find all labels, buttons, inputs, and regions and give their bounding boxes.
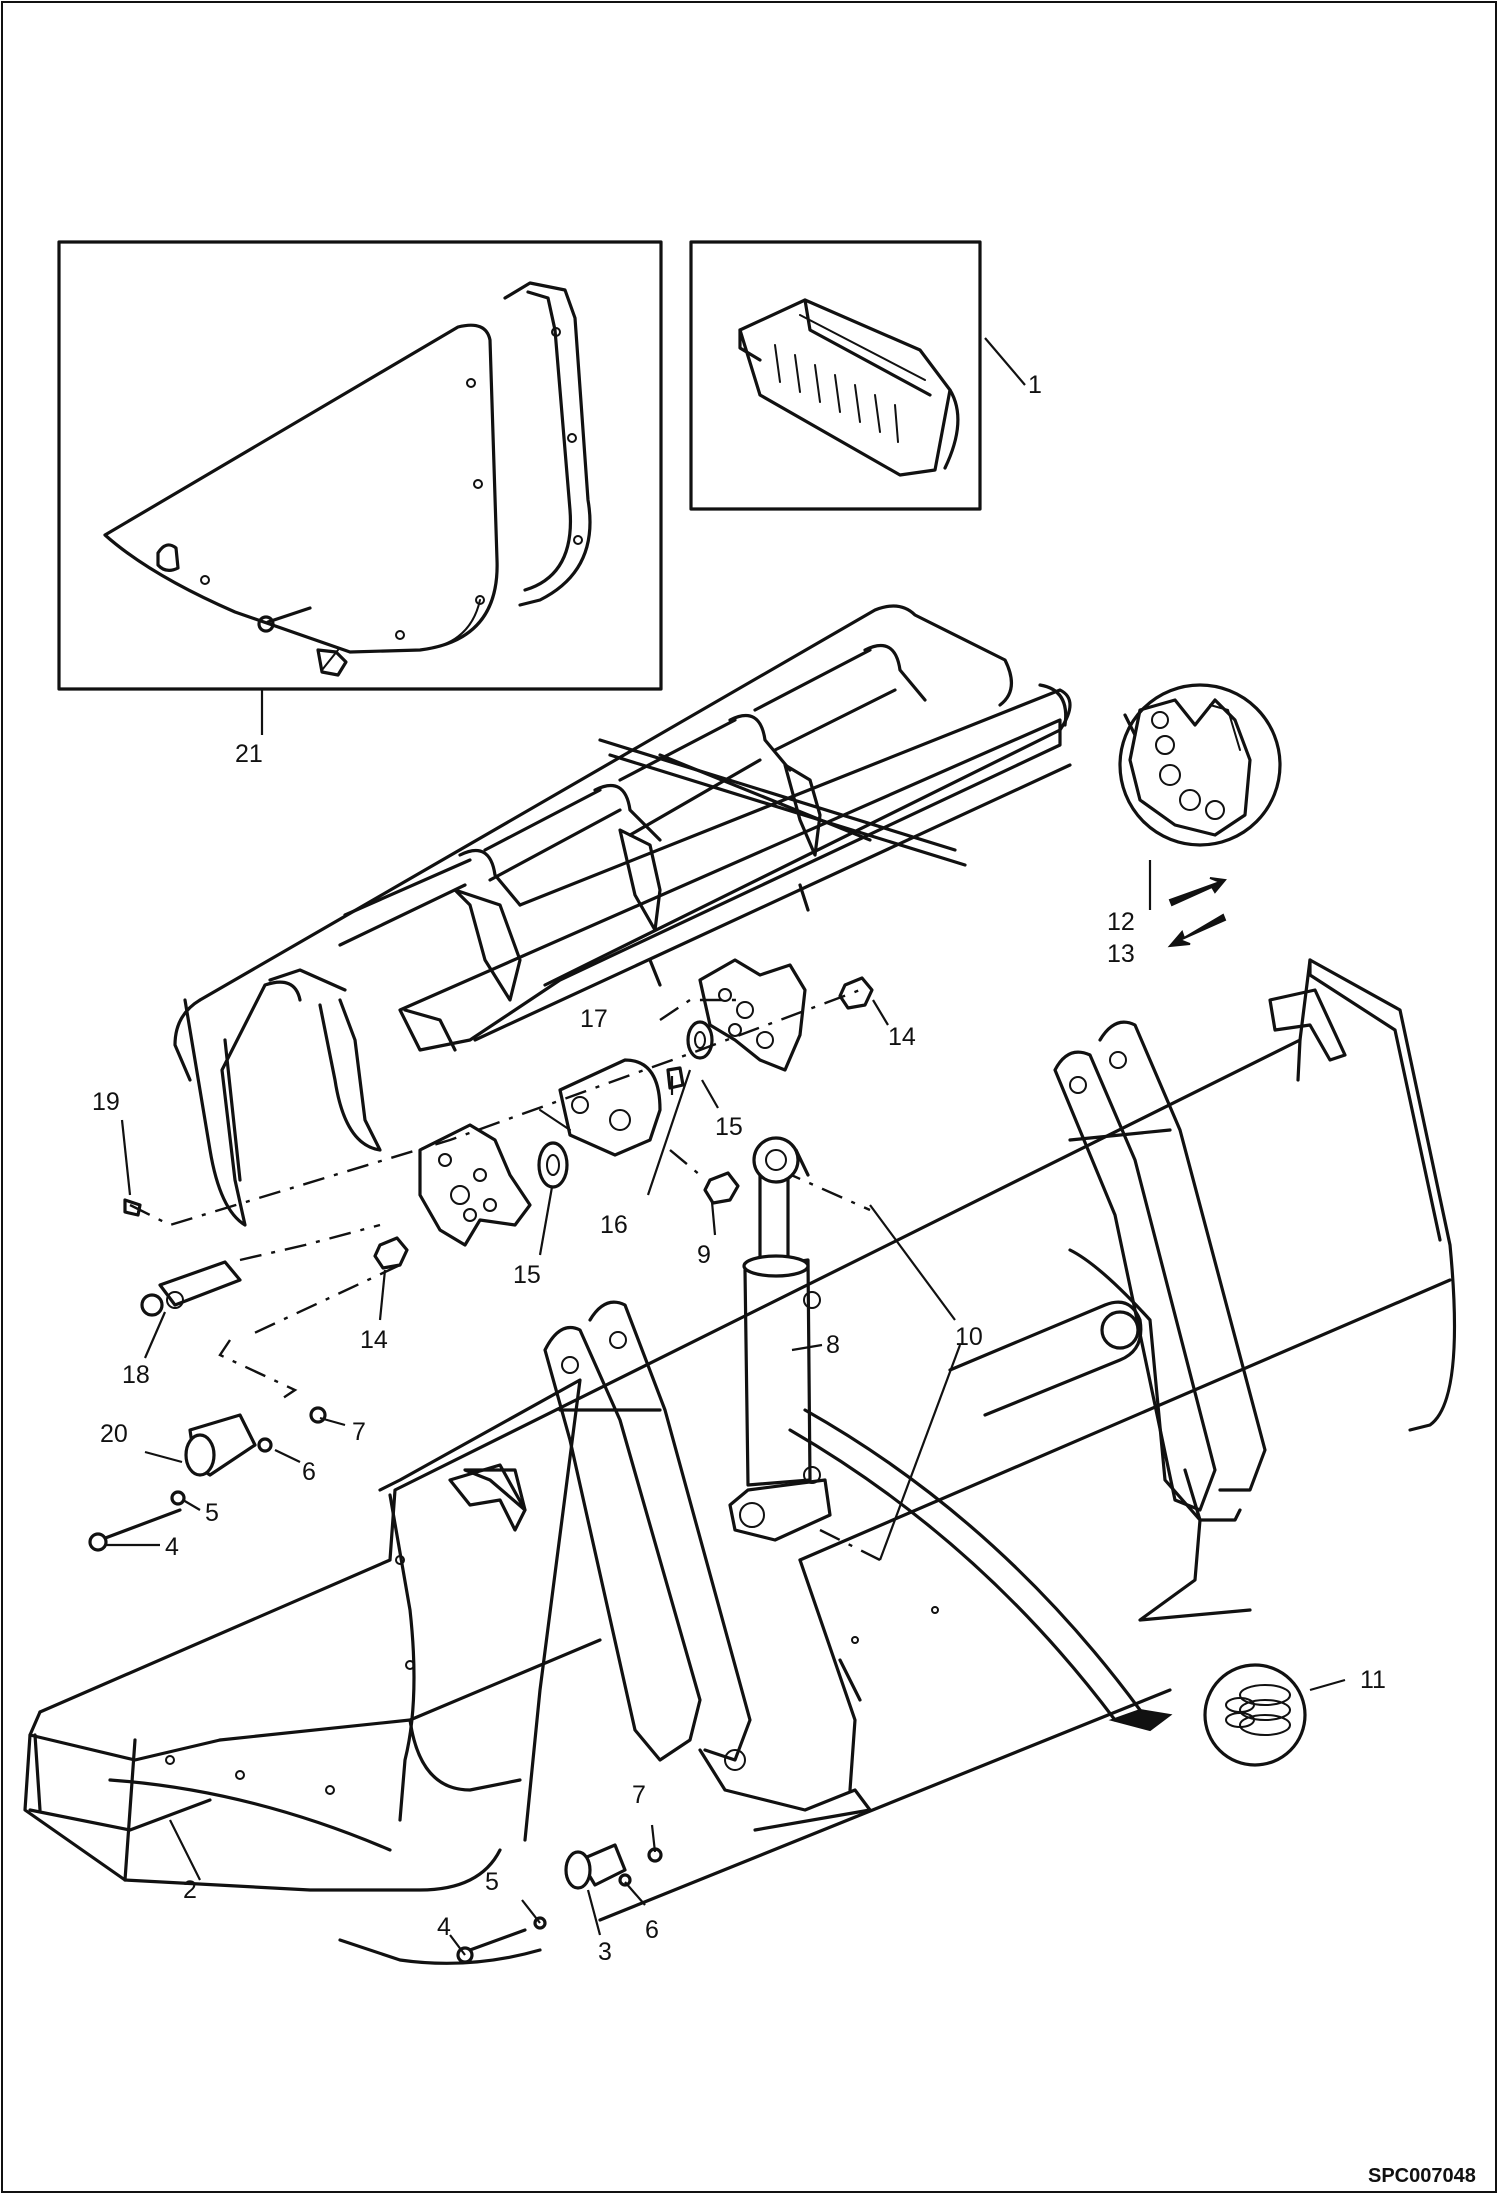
callout-labels: 1 2 3 4 4 5 5 6 6 7 7 8 9 10 11 12 13 14… (92, 371, 1386, 1966)
callout-6-bottom: 6 (645, 1916, 659, 1944)
callout-11: 11 (1360, 1666, 1386, 1694)
callout-2: 2 (183, 1876, 197, 1904)
callout-7-bottom: 7 (632, 1781, 646, 1809)
callout-7-left: 7 (352, 1418, 366, 1446)
hydraulic-cylinder (728, 1136, 832, 1542)
callout-12: 12 (1107, 908, 1135, 936)
callout-13: 13 (1107, 940, 1135, 968)
callout-19: 19 (92, 1088, 120, 1116)
callout-5-left: 5 (205, 1499, 219, 1527)
inset-side-plates (57, 240, 663, 691)
callout-6-left: 6 (302, 1458, 316, 1486)
callout-17: 17 (580, 1005, 608, 1033)
inset-frame-21 (57, 240, 663, 691)
detail-circle-12-13 (1118, 683, 1282, 948)
callout-9: 9 (697, 1241, 711, 1269)
callout-4-bottom: 4 (437, 1913, 451, 1941)
callout-20: 20 (100, 1420, 128, 1448)
callout-8: 8 (826, 1331, 840, 1359)
callout-21: 21 (235, 740, 263, 768)
bucket (23, 958, 1457, 1965)
figure-code: SPC007048 (1368, 2165, 1476, 2187)
callout-5-bottom: 5 (485, 1868, 499, 1896)
bottom-pin-assembly (456, 1843, 663, 1964)
callout-14-left: 14 (360, 1326, 388, 1354)
callout-4-left: 4 (165, 1533, 179, 1561)
callout-18: 18 (122, 1361, 150, 1389)
callout-3: 3 (598, 1938, 612, 1966)
callout-15-right: 15 (715, 1113, 743, 1141)
leader-lines (105, 337, 1346, 1956)
callout-1: 1 (1028, 371, 1042, 399)
callout-16: 16 (600, 1211, 628, 1239)
callout-15-left: 15 (513, 1261, 541, 1289)
callout-10: 10 (955, 1323, 983, 1351)
callout-14-right: 14 (888, 1023, 916, 1051)
seal-kit-circle (1203, 1663, 1307, 1767)
coupler-hardware (88, 958, 881, 1562)
grapple-frame (173, 604, 1072, 1227)
inset-frame-1 (689, 240, 982, 511)
inset-grapple (689, 240, 982, 511)
